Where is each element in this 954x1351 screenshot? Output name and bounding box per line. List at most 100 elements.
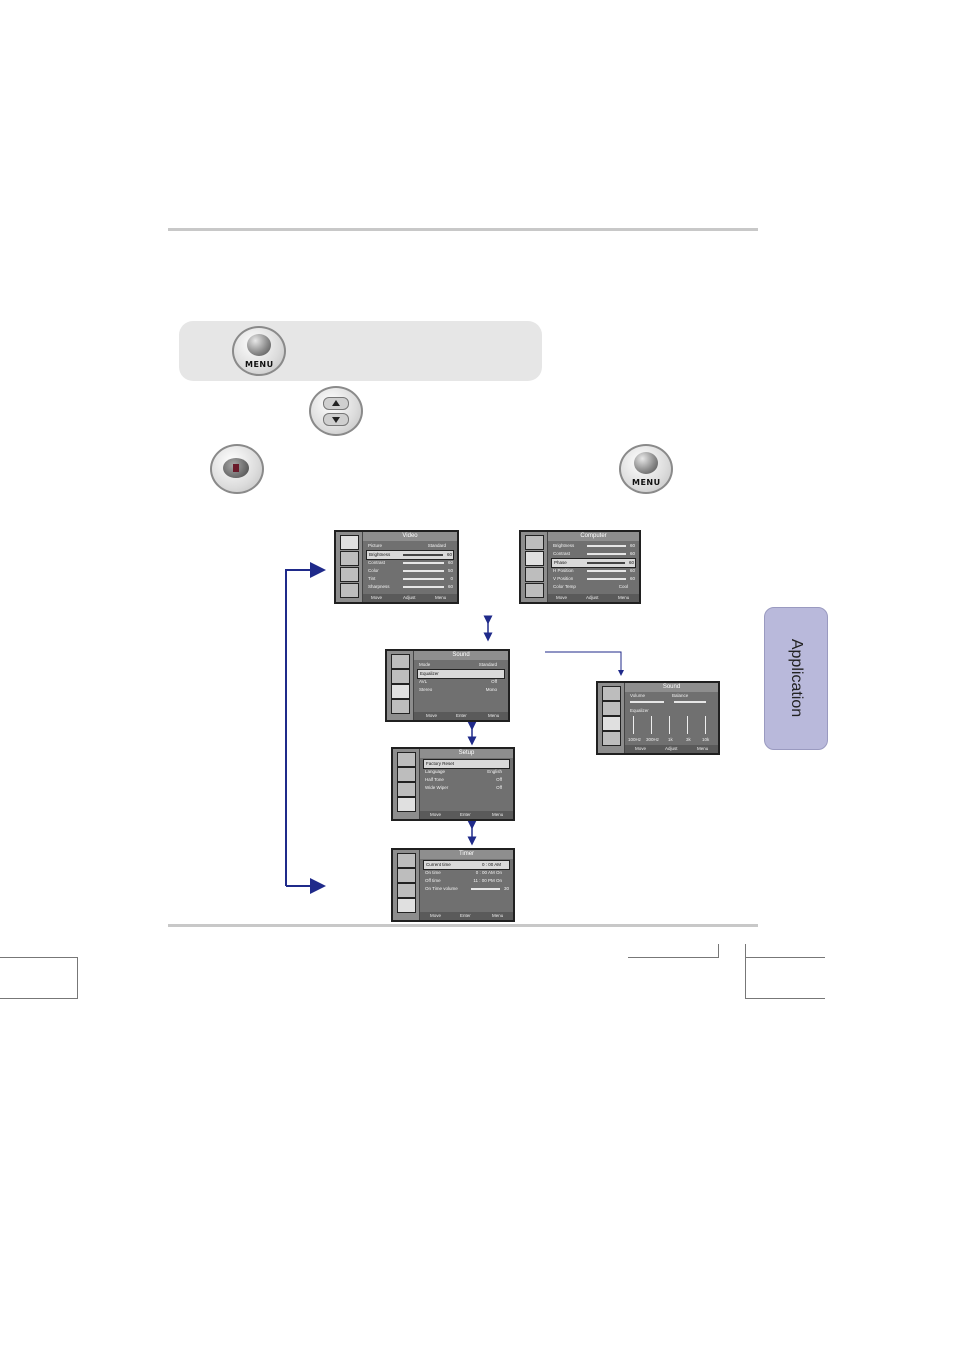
speaker-icon <box>340 567 359 582</box>
osd-sidebar <box>598 683 625 753</box>
loop-left-line <box>285 562 326 886</box>
balance-slider[interactable] <box>674 701 706 703</box>
picture-icon <box>391 654 410 669</box>
crop-mark-right-v <box>745 944 746 999</box>
volume-label: Volume <box>630 693 646 698</box>
setup-icon <box>340 583 359 598</box>
speaker-icon <box>525 567 544 582</box>
eq-band-slider[interactable] <box>687 716 688 734</box>
osd-row-selected[interactable]: Equalizer <box>417 669 505 679</box>
osd-title: Sound <box>625 683 718 692</box>
osd-row-selected[interactable]: Factory Reset <box>423 759 510 769</box>
menu-button[interactable]: MENU <box>232 326 286 376</box>
picture-icon <box>397 752 416 767</box>
monitor-icon <box>397 767 416 782</box>
monitor-icon <box>391 669 410 684</box>
down-arrow-icon <box>323 413 349 426</box>
slider-bar <box>586 553 626 555</box>
eq-band-slider[interactable] <box>669 716 670 734</box>
eq-band-slider[interactable] <box>633 716 634 734</box>
menu-button-exit[interactable]: MENU <box>619 444 673 494</box>
speaker-icon <box>391 684 410 699</box>
osd-sidebar <box>393 850 420 920</box>
footer-rule <box>168 924 758 927</box>
monitor-icon <box>602 701 621 716</box>
eq-band-label: 100Hz <box>628 737 642 742</box>
enter-center-icon <box>233 464 239 472</box>
osd-title: Timer <box>420 850 513 859</box>
osd-sidebar <box>393 749 420 819</box>
osd-sidebar <box>387 651 414 720</box>
crop-mark-left-v <box>77 957 78 999</box>
monitor-icon <box>525 551 544 566</box>
monitor-icon <box>397 868 416 883</box>
slider-bar <box>586 570 626 572</box>
crop-mark-left-b <box>0 998 78 999</box>
picture-icon <box>602 686 621 701</box>
slider-bar <box>586 578 626 580</box>
osd-title: Video <box>363 532 457 541</box>
side-tab-application: Application <box>764 607 828 750</box>
osd-sidebar <box>336 532 363 602</box>
eq-band-label: 10k <box>702 737 710 742</box>
menu-button-label: MENU <box>245 360 274 369</box>
volume-slider[interactable] <box>630 701 664 703</box>
setup-icon <box>602 731 621 746</box>
enter-button[interactable] <box>210 444 264 494</box>
crop-mark-right-b <box>745 998 825 999</box>
eq-band-slider[interactable] <box>705 716 706 734</box>
setup-icon <box>391 699 410 714</box>
slider-bar <box>470 888 500 890</box>
picture-icon <box>397 853 416 868</box>
slider-bar <box>402 570 444 572</box>
eq-band-slider[interactable] <box>651 716 652 734</box>
monitor-icon <box>340 551 359 566</box>
speaker-icon <box>602 716 621 731</box>
eq-band-label: 300Hz <box>646 737 660 742</box>
crop-mark-right-h1 <box>628 957 718 958</box>
osd-title: Sound <box>414 651 508 660</box>
setup-icon <box>397 797 416 812</box>
slider-bar <box>586 562 625 564</box>
setup-icon <box>525 583 544 598</box>
setup-icon <box>397 898 416 913</box>
picture-icon <box>525 535 544 550</box>
side-tab-label: Application <box>788 638 805 718</box>
picture-icon <box>340 535 359 550</box>
crop-mark-left-h <box>0 957 78 958</box>
slider-bar <box>402 578 444 580</box>
up-down-button[interactable] <box>309 386 363 436</box>
menu-button-label-2: MENU <box>632 478 661 487</box>
slider-bar <box>586 545 626 547</box>
